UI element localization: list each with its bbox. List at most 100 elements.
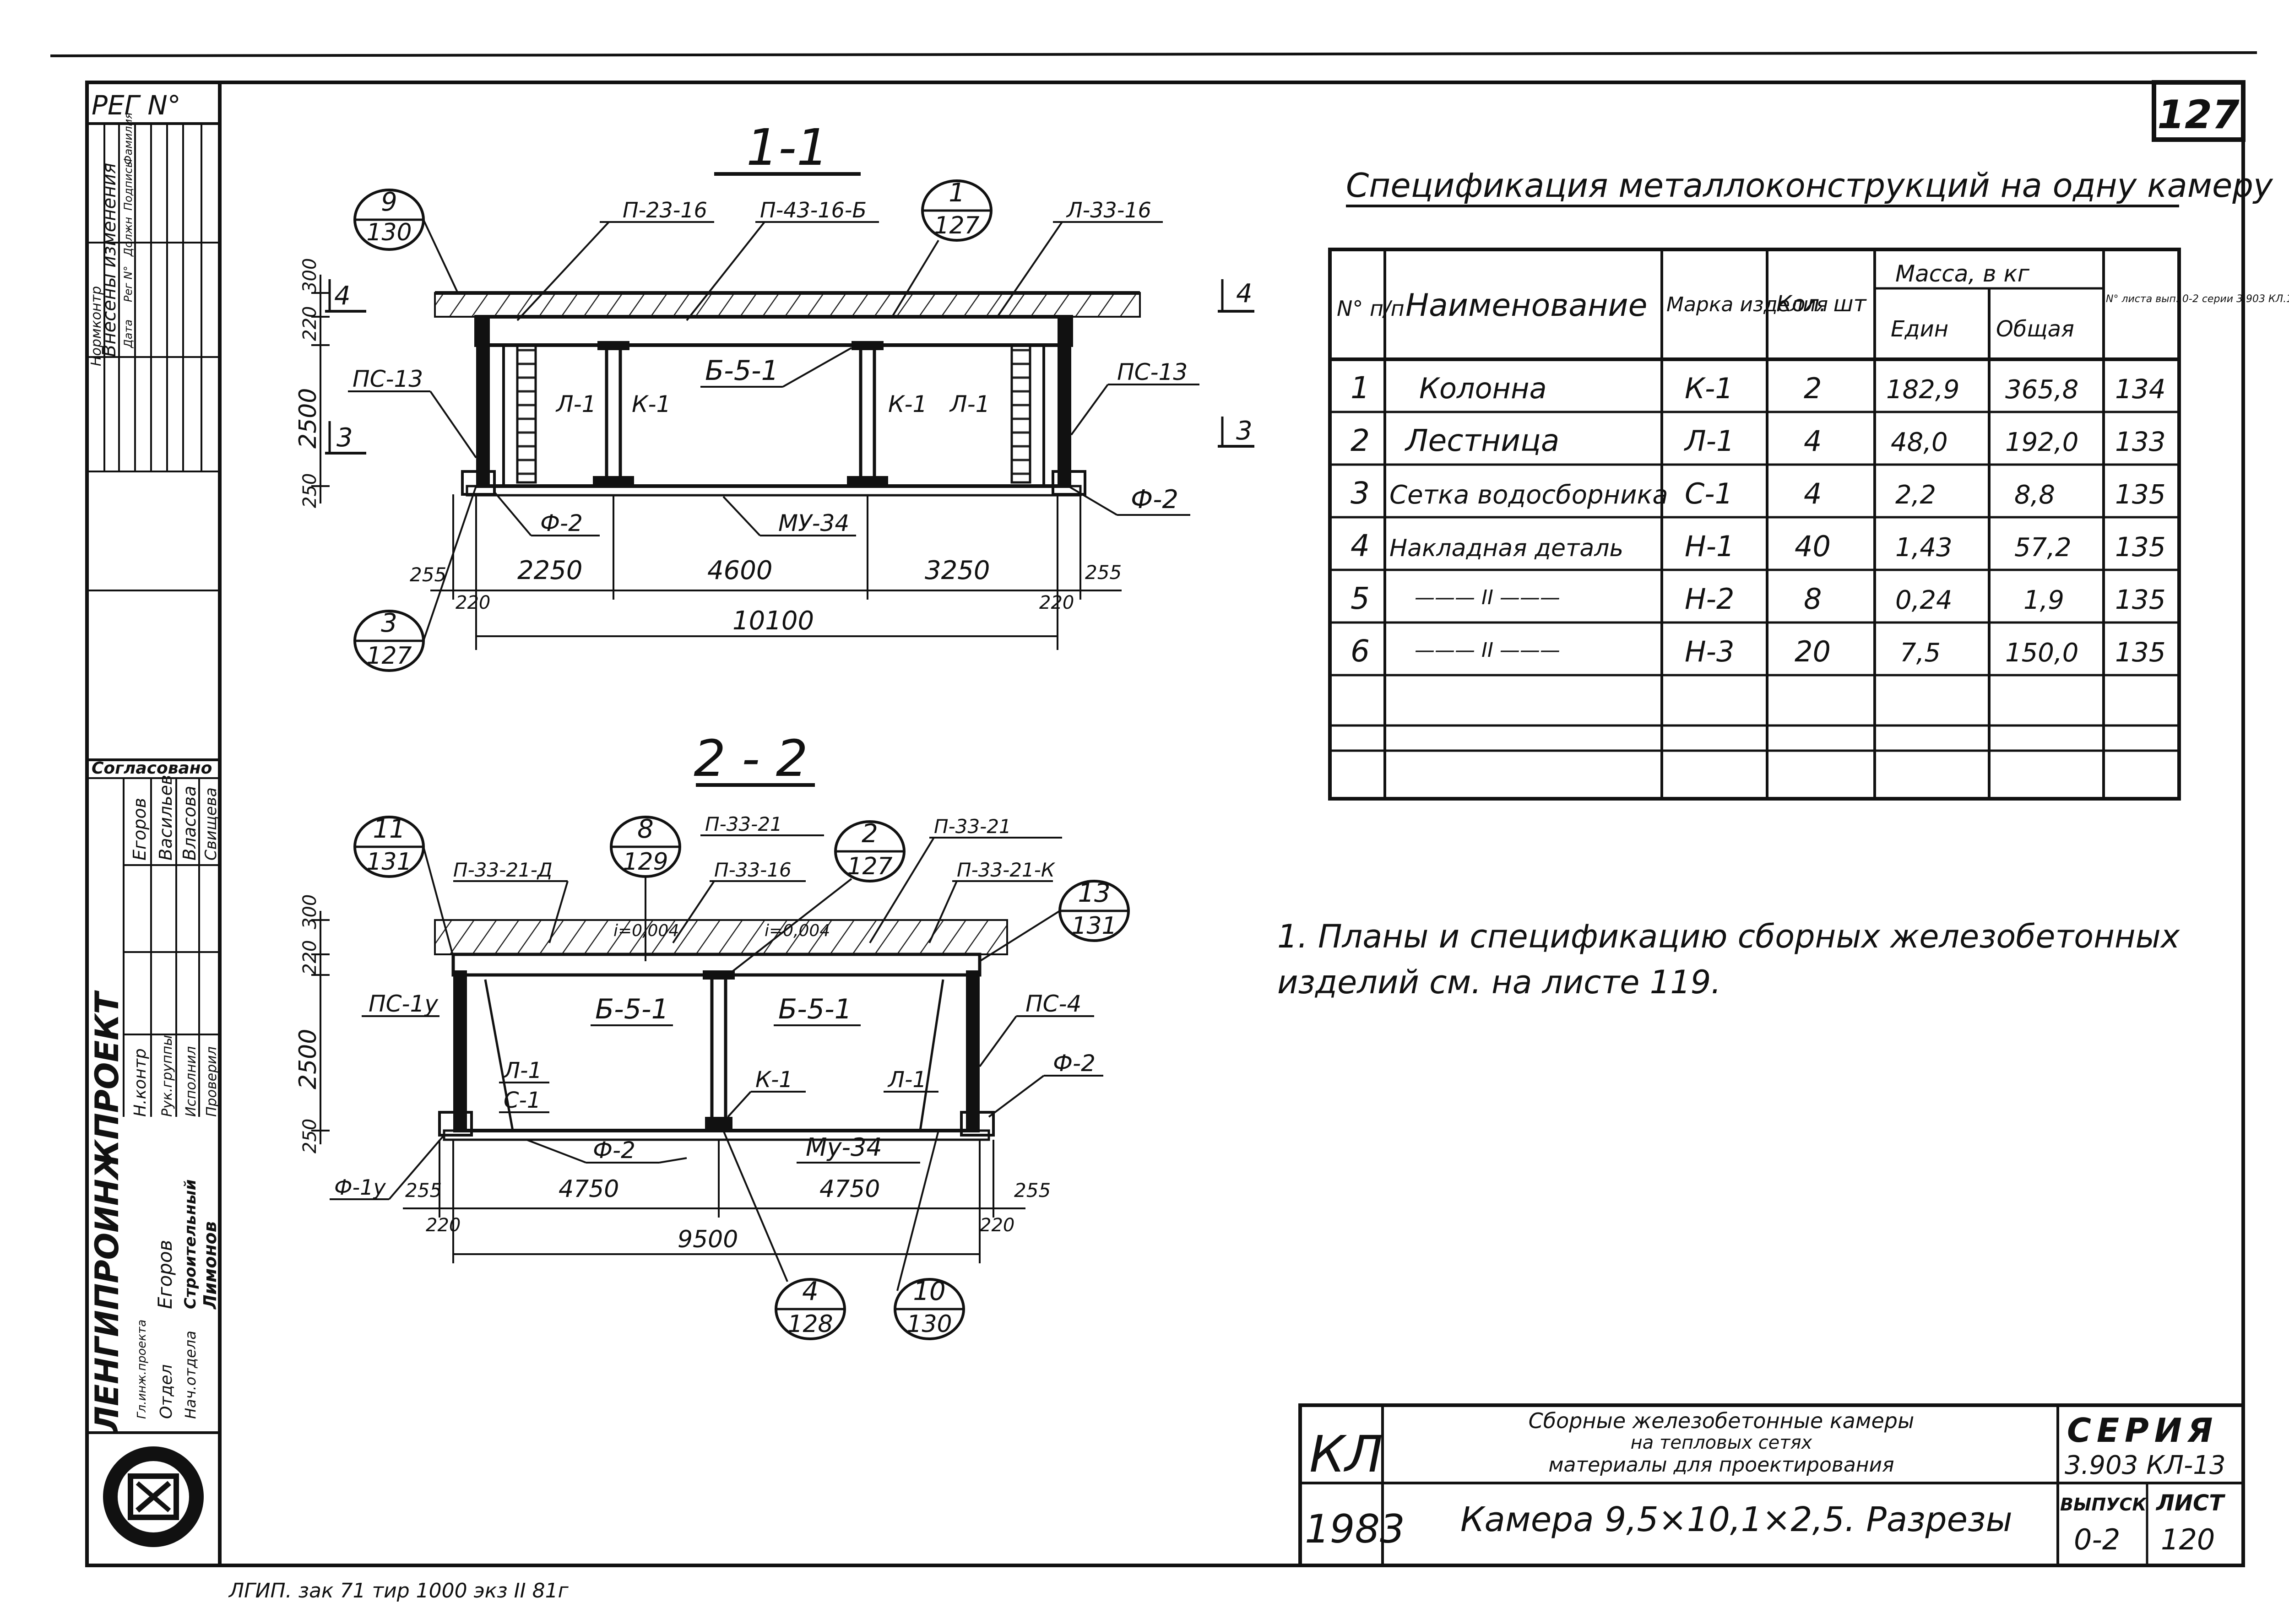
svg-text:57,2: 57,2	[2014, 533, 2072, 563]
section-2-callout-10-130: 10 130	[894, 1130, 965, 1340]
section-2-label-f-2-right: Ф-2	[1053, 1050, 1096, 1077]
left-stamp: РЕГ N° Нормконтр Внесены изменения Дата …	[85, 81, 222, 1567]
role-dept: Отдел	[157, 1364, 176, 1419]
svg-text:129: 129	[623, 848, 668, 876]
drawing-note: 1. Планы и спецификацию сборных железобе…	[1277, 918, 2180, 1001]
title-year: 1983	[1305, 1506, 1405, 1552]
svg-text:300: 300	[299, 894, 320, 929]
title-desc-3: материалы для проектирования	[1548, 1453, 1894, 1477]
spec-header-mass: Масса, в кг	[1895, 260, 2030, 287]
role-head: Нач.отдела	[182, 1331, 199, 1419]
title-code: КЛ	[1309, 1425, 1383, 1483]
section-1-label-k-1-right: К-1	[888, 391, 927, 417]
spec-header-qty: Кол. шт	[1776, 291, 1867, 317]
svg-text:220: 220	[980, 1215, 1014, 1236]
svg-text:255: 255	[405, 1179, 442, 1202]
changes-col-date: Дата	[122, 319, 135, 348]
svg-text:134: 134	[2115, 374, 2166, 405]
agreed-name-2: Васильев	[156, 775, 176, 861]
spec-header-name: Наименование	[1405, 287, 1647, 324]
section-1-slab	[474, 315, 1073, 347]
svg-text:8,8: 8,8	[2014, 480, 2055, 510]
section-1-label-f-2-right: Ф-2	[1131, 485, 1178, 514]
svg-text:127: 127	[934, 212, 979, 239]
svg-text:2,2: 2,2	[1895, 480, 1936, 510]
svg-text:3: 3	[1236, 416, 1253, 446]
note-line-1: 1. Планы и спецификацию сборных железобе…	[1277, 918, 2180, 955]
section-2-callout-4-128: 4 128	[722, 1130, 846, 1340]
section-1-1: 1-1 9 130	[294, 118, 1254, 672]
title-series-value: 3.903 КЛ-13	[2065, 1451, 2225, 1480]
svg-text:365,8: 365,8	[2005, 375, 2078, 405]
section-2-label-ps-1u: ПС-1у	[369, 991, 439, 1017]
role-nkontr: Н.контр	[131, 1048, 150, 1117]
section-1-label-f-2-left: Ф-2	[540, 510, 583, 536]
svg-text:4: 4	[1236, 279, 1253, 309]
svg-text:128: 128	[787, 1310, 833, 1338]
section-2-label-p-33-21-k: П-33-21-К	[957, 859, 1056, 881]
section-2-horizontal-dims: 255 4750 4750 255 220 220 9500	[403, 1140, 1051, 1263]
svg-text:135: 135	[2115, 479, 2166, 510]
section-1-horizontal-dims: 255 2250 4600 3250 255 220 220 10100	[410, 494, 1122, 650]
svg-text:4: 4	[1804, 477, 1822, 510]
title-sheet-value: 120	[2161, 1523, 2215, 1556]
section-1-callout-9-130: 9 130	[353, 187, 459, 293]
section-2-label-c-1: С-1	[504, 1088, 541, 1113]
spec-header-mark: Марка изделия	[1666, 293, 1828, 316]
svg-text:220: 220	[456, 592, 490, 613]
svg-text:220: 220	[299, 306, 320, 341]
section-1-label-p-43-16-b: П-43-16-Б	[760, 198, 867, 222]
svg-text:Накладная деталь: Накладная деталь	[1389, 535, 1623, 562]
section-2-callout-2-127: 2 127	[727, 819, 906, 976]
spec-table: Спецификация металлоконструкций на одну …	[1328, 166, 2289, 801]
svg-text:300: 300	[299, 258, 320, 293]
svg-text:131: 131	[366, 848, 412, 876]
svg-text:Л-1: Л-1	[1684, 424, 1734, 458]
stamp-name-2: Строительный	[181, 1180, 200, 1309]
section-1-brick-right	[1010, 344, 1031, 484]
svg-text:9500: 9500	[678, 1226, 738, 1253]
section-2-label-p-33-16: П-33-16	[714, 859, 792, 881]
svg-text:127: 127	[847, 853, 892, 880]
spec-row-2: 2 Лестница Л-1 4 48,0 192,0 133	[1351, 423, 2166, 458]
section-2-label-f-1u: Ф-1у	[334, 1175, 386, 1200]
svg-text:131: 131	[1071, 912, 1117, 940]
section-1-callout-3-127: 3 127	[353, 486, 477, 672]
section-2-label-b-5-1-left: Б-5-1	[595, 993, 669, 1025]
spec-row-5: 5 ——— II ——— Н-2 8 0,24 1,9 135	[1351, 581, 2166, 616]
svg-text:220: 220	[299, 940, 320, 975]
section-1-wall-right	[1058, 317, 1071, 486]
svg-text:Лестница: Лестница	[1405, 423, 1559, 458]
svg-text:4750: 4750	[559, 1175, 619, 1203]
svg-text:3: 3	[381, 608, 397, 638]
role-group: Рук.группы	[159, 1035, 175, 1117]
svg-text:К-1: К-1	[1685, 372, 1733, 405]
svg-text:20: 20	[1795, 635, 1831, 668]
changes-header: Внесены изменения	[99, 163, 120, 357]
title-sheet-label: ЛИСТ	[2155, 1490, 2225, 1516]
title-desc-2: на тепловых сетях	[1631, 1432, 1812, 1453]
svg-text:11: 11	[373, 814, 405, 844]
spec-header-num: N° п/п	[1337, 296, 1405, 321]
changes-col-reg: Рег N°	[122, 266, 135, 302]
agreed-name-3: Власова	[179, 786, 200, 861]
agreed-name-1: Егоров	[130, 798, 150, 861]
section-1-cut-marks: 4 4 3 3	[325, 279, 1254, 455]
spec-row-4: 4 Накладная деталь Н-1 40 1,43 57,2 135	[1351, 528, 2166, 563]
reg-label: РЕГ N°	[92, 90, 181, 121]
svg-text:8: 8	[1804, 582, 1822, 616]
section-2-callout-11-131: 11 131	[353, 814, 454, 957]
section-1-label-ps-13-left: ПС-13	[353, 366, 423, 392]
role-checked: Проверил	[204, 1046, 220, 1117]
section-2-label-p-33-21: П-33-21	[705, 813, 782, 835]
svg-text:10: 10	[913, 1277, 945, 1306]
svg-text:250: 250	[299, 473, 320, 508]
svg-text:3250: 3250	[925, 556, 990, 585]
section-2-wall-left	[453, 970, 467, 1131]
spec-header-mass-total: Общая	[1996, 316, 2074, 342]
svg-text:1: 1	[1351, 370, 1370, 406]
normkontrol-label: Нормконтр	[88, 286, 104, 366]
svg-text:135: 135	[2115, 531, 2166, 563]
sheet-number-box: 127	[2152, 80, 2246, 142]
svg-text:С-1: С-1	[1685, 477, 1733, 510]
